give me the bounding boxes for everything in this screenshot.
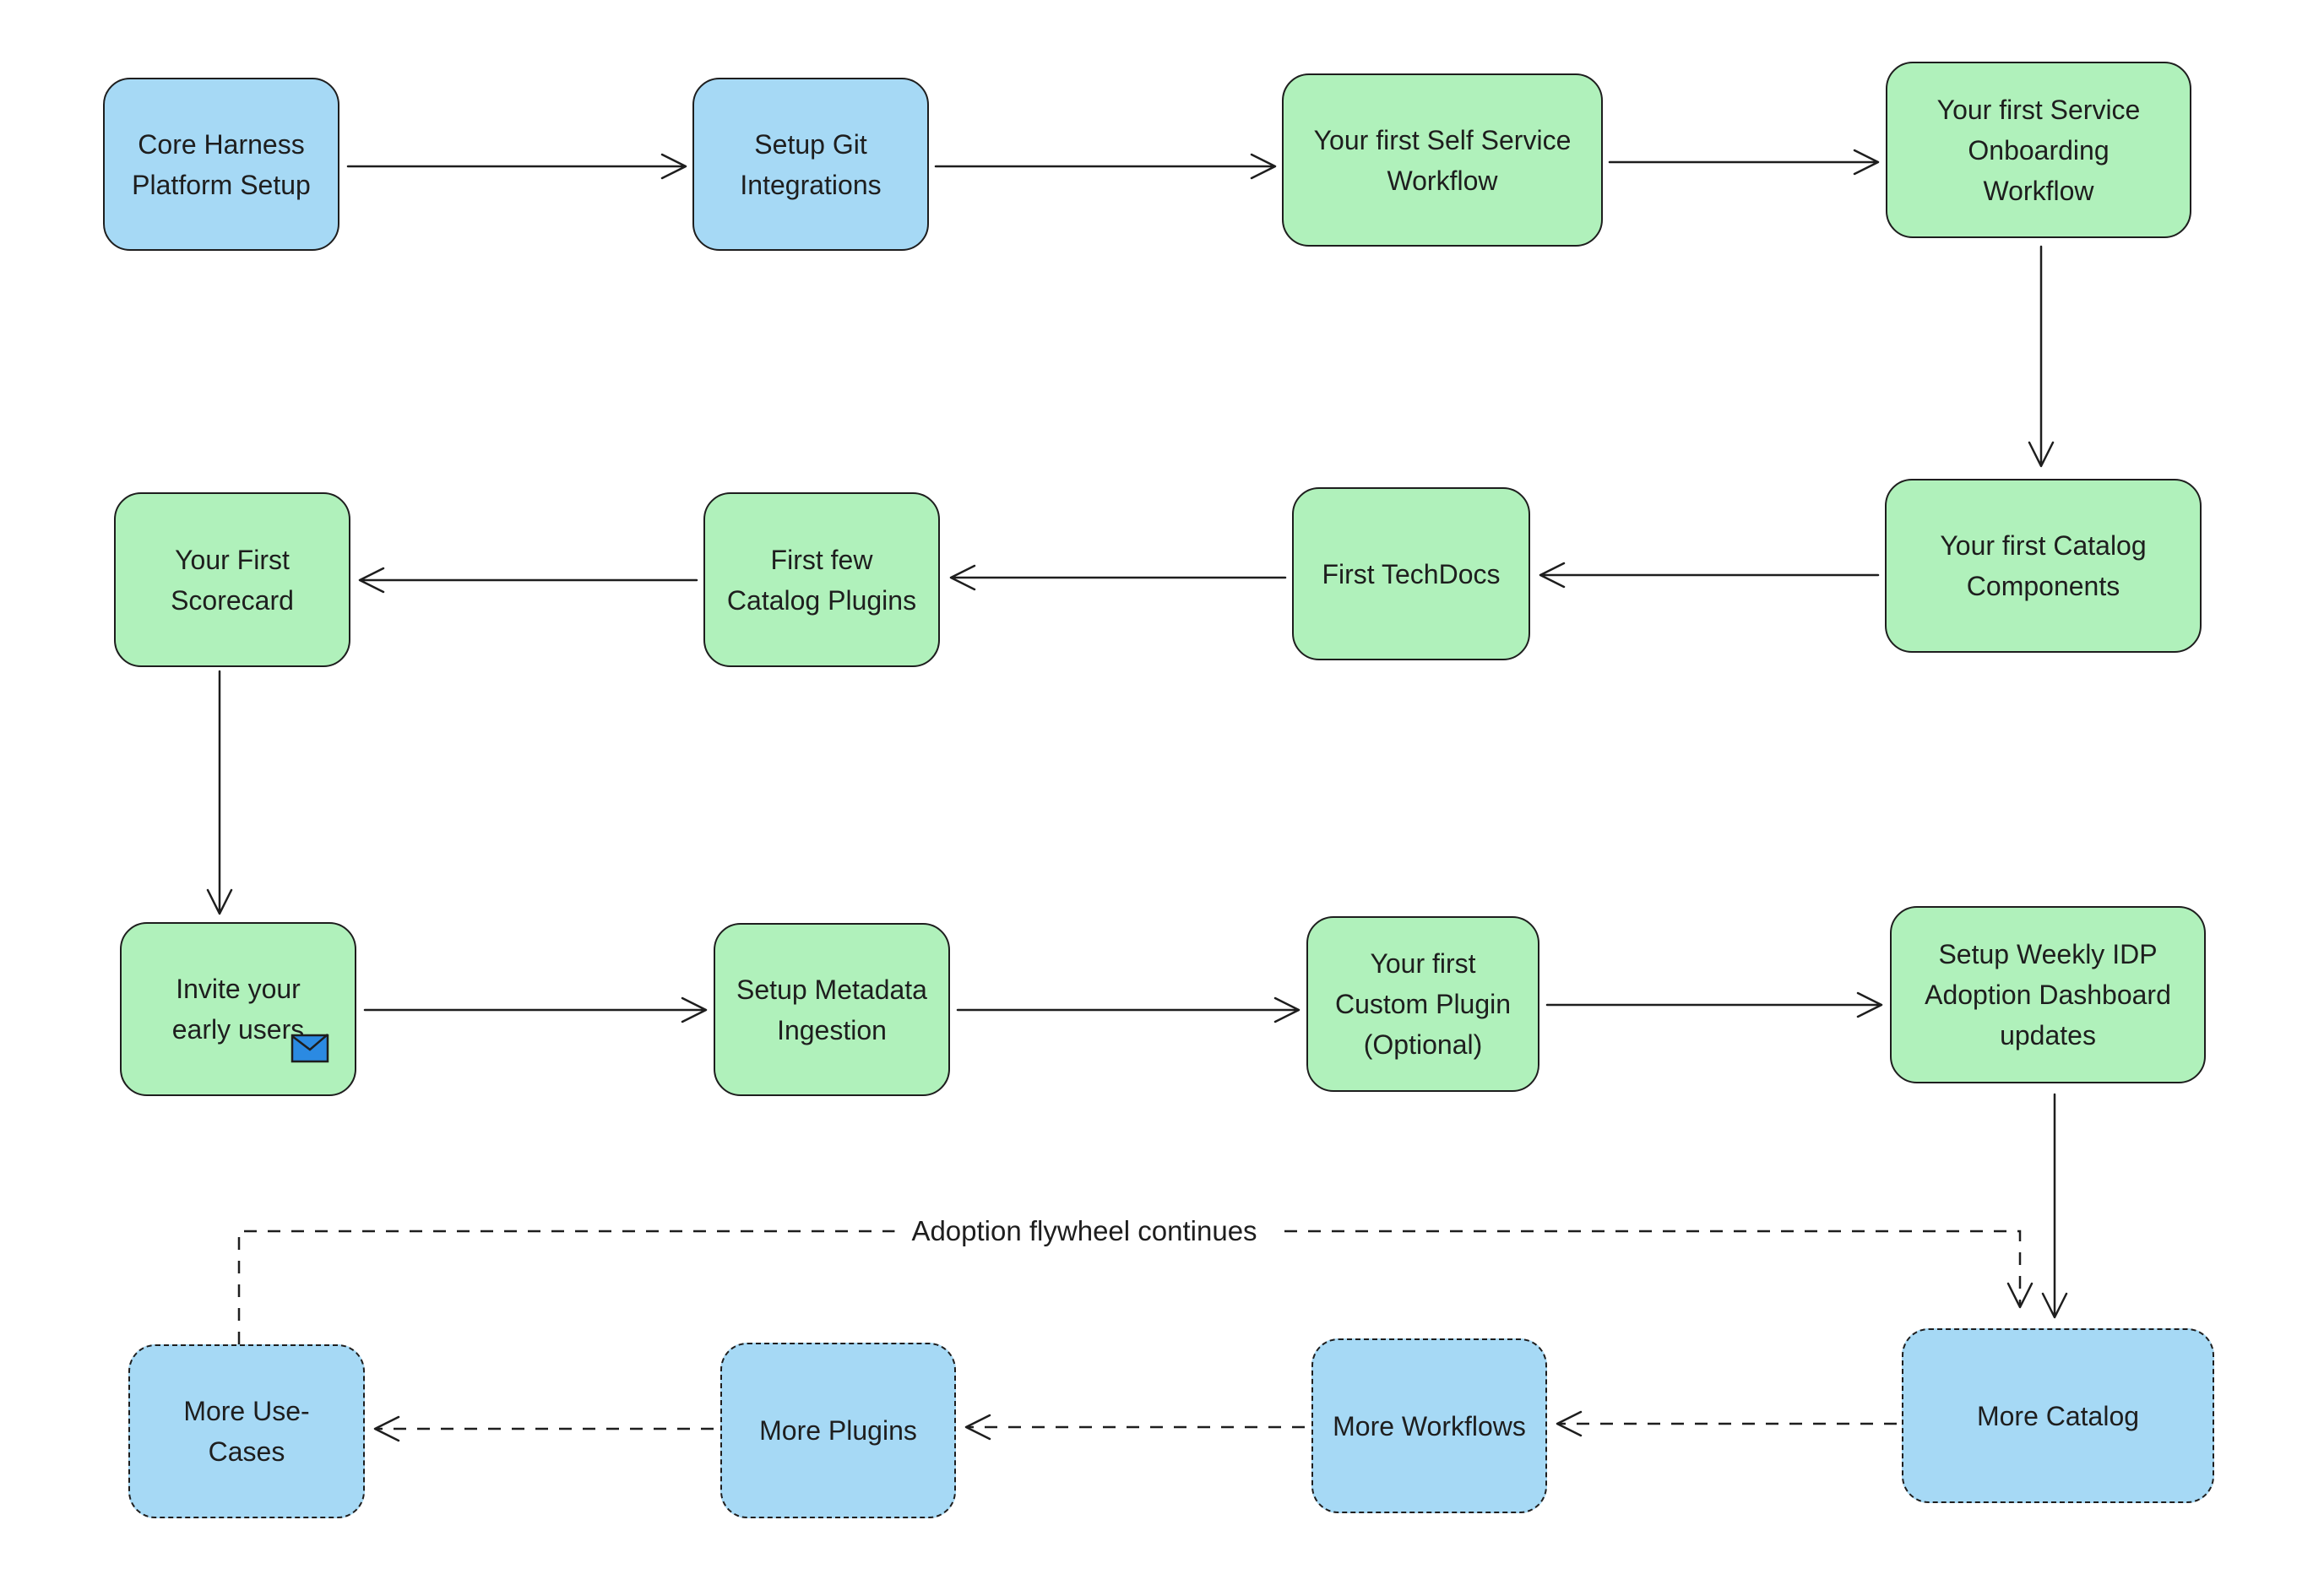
arrow-catalogcomponents-to-techdocs	[1539, 562, 1880, 589]
arrow-techdocs-to-catalogplugins	[949, 564, 1287, 591]
arrow-onboarding-to-catalogcomponents	[2028, 245, 2055, 468]
node-label: Your first Self Service Workflow	[1313, 124, 1572, 196]
node-first-service-onboarding-workflow: Your first Service Onboarding Workflow	[1886, 62, 2191, 238]
node-weekly-idp-adoption-dashboard: Setup Weekly IDP Adoption Dashboard upda…	[1890, 906, 2206, 1083]
flywheel-label: Adoption flywheel continues	[894, 1213, 1274, 1249]
node-first-catalog-components: Your first Catalog Components	[1885, 479, 2202, 653]
node-label: Setup Metadata Ingestion	[736, 974, 927, 1045]
flywheel-arrowhead	[2006, 1282, 2033, 1309]
node-label: Setup Weekly IDP Adoption Dashboard upda…	[1925, 939, 2171, 1050]
node-setup-git-integrations: Setup Git Integrations	[692, 78, 929, 251]
node-more-workflows: More Workflows	[1311, 1338, 1547, 1513]
arrow-selfservice-to-onboarding	[1608, 149, 1880, 176]
node-label: More Plugins	[759, 1415, 917, 1446]
node-invite-early-users: Invite your early users	[120, 922, 356, 1096]
node-label: More Workflows	[1333, 1410, 1526, 1441]
node-first-few-catalog-plugins: First few Catalog Plugins	[703, 492, 940, 667]
node-more-plugins: More Plugins	[720, 1343, 956, 1518]
node-setup-metadata-ingestion: Setup Metadata Ingestion	[714, 923, 950, 1096]
node-label: Core Harness Platform Setup	[132, 128, 311, 200]
node-label: Your first Catalog Components	[1940, 530, 2147, 601]
node-first-techdocs: First TechDocs	[1292, 487, 1530, 660]
node-label: Your first Custom Plugin (Optional)	[1334, 948, 1512, 1060]
node-label: Invite your early users	[171, 974, 305, 1045]
arrowhead-moreusecases	[373, 1415, 400, 1442]
node-first-scorecard: Your First Scorecard	[114, 492, 350, 667]
node-label: More Catalog	[1976, 1400, 2140, 1431]
node-more-use-cases: More Use-Cases	[128, 1344, 365, 1518]
node-label: Setup Git Integrations	[740, 128, 882, 200]
node-label: First TechDocs	[1322, 558, 1501, 589]
arrow-metadata-to-customplugin	[956, 996, 1300, 1023]
arrow-dashboard-to-morecatalog	[2041, 1093, 2068, 1319]
arrow-invite-to-metadata	[363, 996, 708, 1023]
arrow-core-to-git	[346, 153, 687, 180]
arrow-git-to-selfservice	[934, 153, 1277, 180]
node-first-self-service-workflow: Your first Self Service Workflow	[1282, 73, 1603, 247]
node-core-harness-platform-setup: Core Harness Platform Setup	[103, 78, 339, 251]
node-label: Your first Service Onboarding Workflow	[1936, 94, 2141, 206]
node-first-custom-plugin: Your first Custom Plugin (Optional)	[1306, 916, 1539, 1092]
arrow-customplugin-to-dashboard	[1545, 991, 1883, 1018]
arrow-catalogplugins-to-scorecard	[358, 567, 698, 594]
node-label: More Use-Cases	[183, 1396, 310, 1467]
envelope-icon	[290, 1034, 329, 1063]
arrowhead-moreworkflows	[1556, 1410, 1583, 1437]
node-more-catalog: More Catalog	[1902, 1328, 2214, 1503]
arrowhead-moreplugins	[964, 1414, 991, 1441]
node-label: First few Catalog Plugins	[726, 544, 917, 616]
node-label: Your First Scorecard	[171, 544, 294, 616]
arrow-scorecard-to-invite	[206, 670, 233, 915]
